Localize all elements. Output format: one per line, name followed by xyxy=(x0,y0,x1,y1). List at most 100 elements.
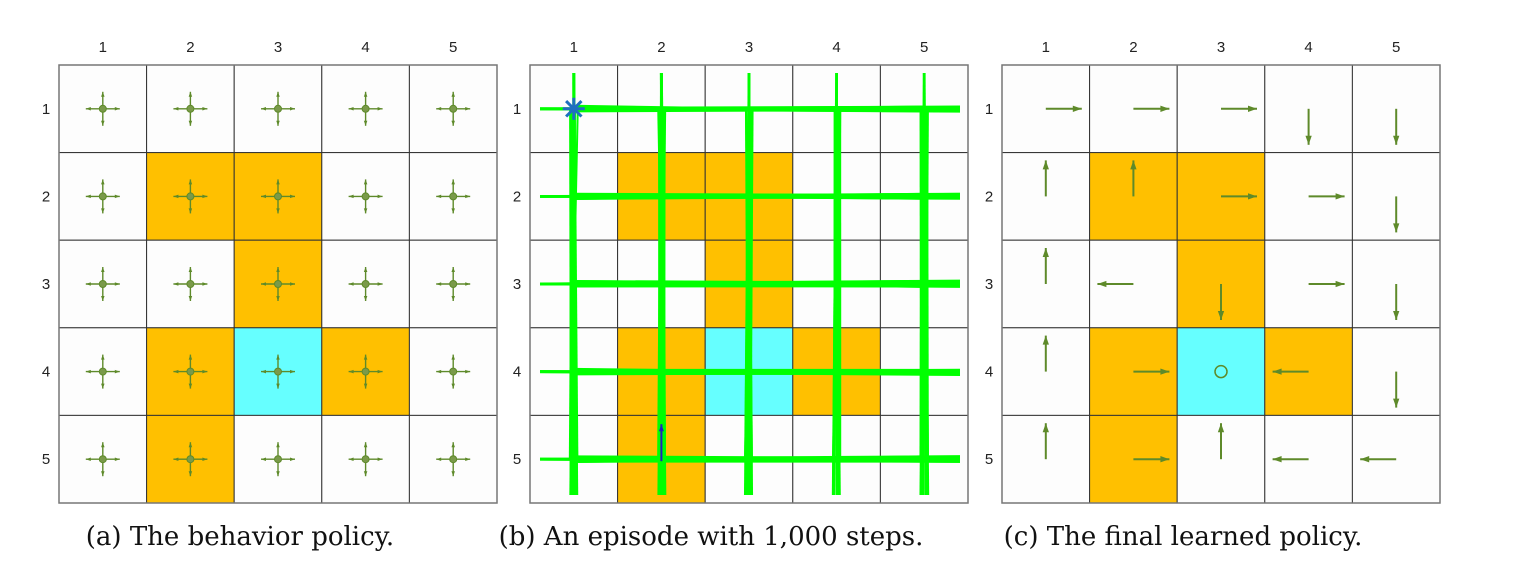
arrow-head xyxy=(451,208,455,214)
caption-b: (b) An episode with 1,000 steps. xyxy=(498,522,924,552)
arrow-head xyxy=(188,179,193,185)
grid-border xyxy=(58,64,498,504)
arrow-head xyxy=(290,282,295,286)
arrow-head xyxy=(101,208,105,214)
row-label: 3 xyxy=(42,276,50,293)
arrow-head xyxy=(1272,368,1282,375)
arrow-head xyxy=(465,457,471,461)
arrow-head xyxy=(101,267,105,272)
arrow-head xyxy=(348,194,354,199)
stay-circle xyxy=(186,192,195,201)
arrow-head xyxy=(101,179,105,185)
up-arrow xyxy=(1042,248,1049,284)
row-label: 4 xyxy=(985,364,993,381)
trajectory xyxy=(539,72,961,496)
grid-cell xyxy=(321,239,410,329)
arrow-head xyxy=(261,107,266,111)
up-arrow xyxy=(1217,423,1225,460)
right-arrow xyxy=(1308,280,1345,288)
column-label: 2 xyxy=(657,39,665,56)
arrow-head xyxy=(202,194,208,199)
stay-circle xyxy=(449,455,458,464)
arrow-head xyxy=(101,471,105,477)
arrow-head xyxy=(363,208,368,214)
arrow-head xyxy=(261,369,266,374)
target-cell xyxy=(1176,327,1266,416)
trajectory-line xyxy=(748,108,753,460)
arrow-head xyxy=(114,282,120,286)
trajectory-line xyxy=(745,108,749,460)
arrow-head xyxy=(276,120,280,126)
arrow-head xyxy=(348,457,354,461)
arrow-head xyxy=(188,296,193,301)
column-label: 5 xyxy=(449,39,457,56)
column-label: 3 xyxy=(1217,39,1225,56)
arrow-head xyxy=(1248,105,1257,112)
arrow-head xyxy=(101,296,105,301)
arrow-head xyxy=(451,267,455,272)
right-arrow xyxy=(1221,105,1257,112)
column-label: 3 xyxy=(745,39,753,56)
row-label: 3 xyxy=(985,276,993,293)
row-label: 4 xyxy=(42,364,50,381)
arrow-head xyxy=(114,369,120,374)
arrow-head xyxy=(188,471,193,477)
arrow-head xyxy=(377,282,383,286)
arrow-head xyxy=(188,354,193,360)
caption-c: (c) The final learned policy. xyxy=(1003,522,1363,552)
arrow-head xyxy=(276,471,280,477)
column-label: 3 xyxy=(274,39,282,56)
arrow-head xyxy=(1217,423,1225,433)
up-arrow xyxy=(1042,423,1049,460)
arrow-head xyxy=(451,179,455,185)
column-label: 4 xyxy=(832,39,840,56)
arrow-head xyxy=(1248,193,1257,200)
start-marker xyxy=(562,97,585,120)
arrow-head xyxy=(188,383,193,389)
arrow-head xyxy=(85,194,91,199)
arrow-head xyxy=(188,91,193,97)
arrow-head xyxy=(451,354,455,360)
arrow-head xyxy=(363,267,368,272)
arrow-head xyxy=(1393,135,1400,145)
arrow-head xyxy=(1042,423,1049,433)
stay-circle xyxy=(361,104,370,113)
arrow-head xyxy=(348,107,354,111)
arrow-head xyxy=(85,107,91,111)
arrow-head xyxy=(173,194,179,199)
arrow-head xyxy=(85,282,91,286)
arrow-head xyxy=(101,442,105,448)
up-arrow xyxy=(1130,160,1137,197)
row-label: 5 xyxy=(985,451,993,468)
arrow-head xyxy=(101,120,105,126)
down-arrow xyxy=(1393,371,1400,408)
right-arrow xyxy=(1133,456,1170,463)
arrow-head xyxy=(290,369,295,374)
arrow-head xyxy=(451,296,455,301)
column-label: 5 xyxy=(920,39,928,56)
forbidden-cell xyxy=(146,414,235,504)
down-arrow xyxy=(1305,108,1312,145)
arrow-head xyxy=(261,457,266,461)
arrow-head xyxy=(188,442,193,448)
arrow-head xyxy=(276,267,280,272)
arrow-head xyxy=(290,107,295,111)
stay-circle xyxy=(361,367,370,376)
arrow-head xyxy=(101,91,105,97)
row-label: 2 xyxy=(42,188,50,205)
right-arrow xyxy=(1221,193,1257,200)
column-label: 5 xyxy=(1392,39,1400,56)
arrow-head xyxy=(1335,193,1345,200)
arrow-head xyxy=(465,194,471,199)
trajectory-line xyxy=(922,108,926,460)
stay-circle xyxy=(274,104,282,113)
row-label: 2 xyxy=(513,188,521,205)
stay-circle xyxy=(98,455,107,464)
arrow-head xyxy=(85,369,91,374)
arrow-head xyxy=(276,208,280,214)
arrow-head xyxy=(348,369,354,374)
